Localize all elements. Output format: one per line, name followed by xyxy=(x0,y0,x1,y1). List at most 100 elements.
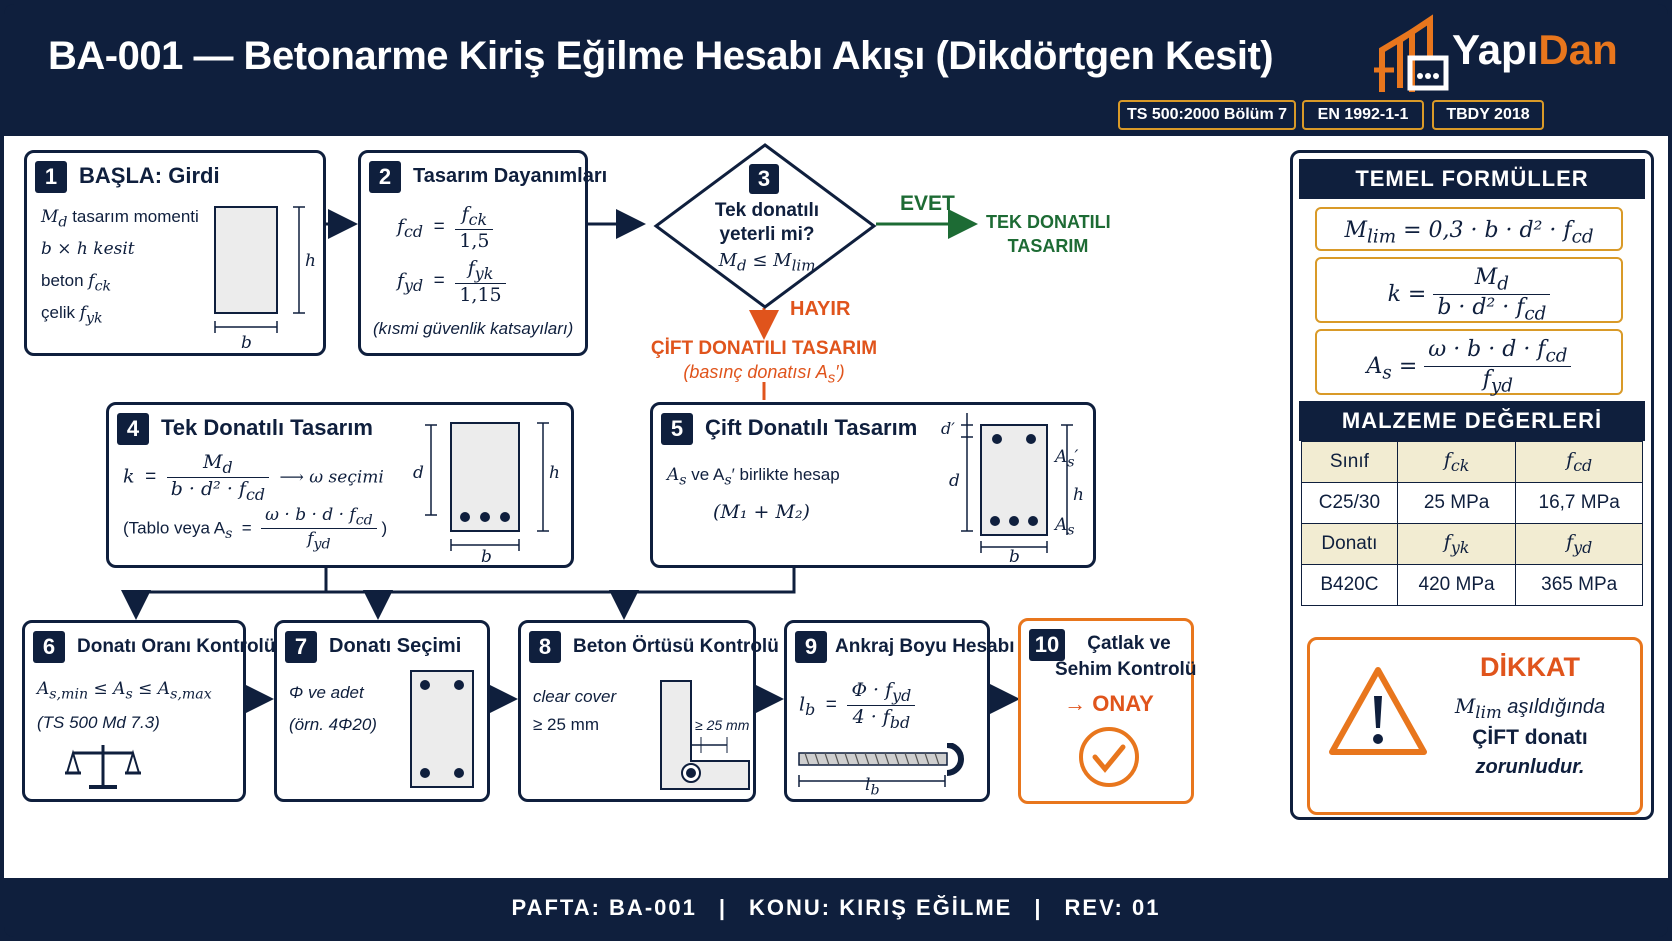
cover-sketch xyxy=(660,680,750,790)
decision-q2: yeterli mi? xyxy=(719,224,815,245)
step-3-decision-diamond xyxy=(653,143,877,309)
step-number: 2 xyxy=(369,161,401,193)
ratio-reference: (TS 500 Md 7.3) xyxy=(37,713,160,732)
header: BA-001 — Betonarme Kiriş Eğilme Hesabı A… xyxy=(4,4,1668,136)
step-1-input: 1 BAŞLA: Girdi Md tasarım momenti b × h … xyxy=(24,150,326,356)
double-section-sketch xyxy=(961,413,1073,553)
step-title: Donatı Oranı Kontrolü xyxy=(77,636,276,657)
dim-d-prime: d′ xyxy=(941,419,955,438)
warning-line-3: zorunludur. xyxy=(1475,756,1585,778)
yapidan-logo-icon xyxy=(1374,14,1449,92)
table-cell: Donatı xyxy=(1301,523,1398,565)
footer-separator: | xyxy=(718,895,728,920)
step-number: 5 xyxy=(661,413,693,445)
table-row: B420C 420 MPa 365 MPa xyxy=(1301,564,1643,606)
step-number: 10 xyxy=(1029,629,1065,661)
label-as-prime: As′ xyxy=(1055,447,1079,471)
cover-line-1: clear cover xyxy=(533,687,617,706)
bar-line-2: (örn. 4Φ20) xyxy=(289,715,377,734)
dim-b: b xyxy=(241,333,252,353)
step-7-bar-selection: 7 Donatı Seçimi Φ ve adet (örn. 4Φ20) xyxy=(274,620,490,802)
yes-target-2: TASARIM xyxy=(1007,236,1089,256)
table-cell: B420C xyxy=(1301,564,1398,606)
footer-topic: KONU: KIRIŞ EĞİLME xyxy=(749,895,1013,920)
double-line-2: (M₁ + M₂) xyxy=(713,501,810,523)
footer-sheet: PAFTA: BA-001 xyxy=(511,895,697,920)
step-title: Beton Örtüsü Kontrolü xyxy=(573,636,779,657)
warning-head: DİKKAT xyxy=(1480,652,1580,682)
table-row: Sınıf fck fcd xyxy=(1301,441,1643,483)
table-cell: fyk xyxy=(1396,523,1517,565)
rebar-hook-sketch xyxy=(798,743,964,787)
decision-no: HAYIR xyxy=(790,298,851,320)
table-cell: C25/30 xyxy=(1301,482,1398,524)
cover-dimension: ≥ 25 mm xyxy=(695,717,750,733)
warning-line-1: Mlim aşıldığında xyxy=(1454,694,1606,722)
bar-section-sketch xyxy=(410,670,474,788)
decision-q1: Tek donatılı xyxy=(714,200,820,221)
dim-h: h xyxy=(549,463,560,483)
formula-mlim: Mlim = 0,3 · b · d² · fcd xyxy=(1315,207,1623,251)
decision-condition: Md ≤ Mlim xyxy=(718,250,816,275)
step-title-1: Çatlak ve xyxy=(1087,633,1171,654)
dim-b: b xyxy=(1009,547,1020,567)
table-row: C25/30 25 MPa 16,7 MPa xyxy=(1301,482,1643,524)
cover-line-2: ≥ 25 mm xyxy=(533,715,600,734)
table-cell: fck xyxy=(1396,441,1517,483)
step-title: BAŞLA: Girdi xyxy=(79,163,220,188)
step-8-cover-check: 8 Beton Örtüsü Kontrolü clear cover ≥ 25… xyxy=(518,620,779,802)
no-target: ÇİFT DONATILI TASARIM xyxy=(650,338,878,359)
double-line-1: As ve As′ birlikte hesap xyxy=(667,465,840,489)
diagram-canvas: 1 BAŞLA: Girdi Md tasarım momenti b × h … xyxy=(4,136,1668,878)
step-number: 9 xyxy=(795,631,827,663)
input-concrete: beton fck xyxy=(41,271,112,295)
flow-connectors xyxy=(121,209,1020,714)
table-cell: 365 MPa xyxy=(1515,564,1643,606)
safety-factor-note: (kısmi güvenlik katsayıları) xyxy=(373,319,574,338)
brand-name: YapıDan xyxy=(1452,26,1618,73)
label-as: As xyxy=(1055,515,1075,539)
formulas-head: TEMEL FORMÜLLER xyxy=(1299,159,1645,199)
badge-tbdy: TBDY 2018 xyxy=(1432,100,1544,130)
step-title-2: Sehim Kontrolü xyxy=(1055,659,1197,680)
footer-separator: | xyxy=(1034,895,1043,920)
step-number: 4 xyxy=(117,413,149,445)
decision-yes: EVET xyxy=(900,192,955,215)
approval-label: → ONAY xyxy=(1064,691,1154,716)
step-title: Ankraj Boyu Hesabı xyxy=(835,636,1015,657)
single-section-sketch xyxy=(425,422,549,551)
input-section: b × h kesit xyxy=(41,239,135,259)
merge-line xyxy=(324,566,796,594)
step-title: Donatı Seçimi xyxy=(329,635,462,657)
step-number: 8 xyxy=(529,631,561,663)
dim-b: b xyxy=(481,547,492,567)
materials-head: MALZEME DEĞERLERİ xyxy=(1299,401,1645,441)
badge-ts500: TS 500:2000 Bölüm 7 xyxy=(1118,100,1296,130)
badge-en1992: EN 1992-1-1 xyxy=(1302,100,1424,130)
label-h: h xyxy=(1073,485,1084,505)
dim-d: d xyxy=(949,471,960,491)
anchorage-dimension: lb xyxy=(865,775,880,799)
input-moment: Md tasarım momenti xyxy=(41,207,199,231)
step-6-ratio-check: 6 Donatı Oranı Kontrolü As,min ≤ As ≤ As… xyxy=(22,620,275,802)
side-panel: TEMEL FORMÜLLER Mlim = 0,3 · b · d² · fc… xyxy=(1290,150,1654,820)
step-number: 3 xyxy=(749,164,779,194)
table-row: Donatı fyk fyd xyxy=(1301,523,1643,565)
footer-rev: REV: 01 xyxy=(1064,895,1161,920)
step-number: 6 xyxy=(33,631,65,663)
warning-box: DİKKAT Mlim aşıldığında ÇİFT donatı zoru… xyxy=(1307,637,1643,815)
step-title: Tek Donatılı Tasarım xyxy=(161,415,373,440)
warning-line-2: ÇİFT donatı xyxy=(1472,726,1588,749)
step-number: 7 xyxy=(285,631,317,663)
no-target-note: (basınç donatısı As′) xyxy=(683,362,845,387)
check-circle-icon xyxy=(1079,727,1139,787)
table-cell: 420 MPa xyxy=(1396,564,1517,606)
step-5-double-reinforced: 5 Çift Donatılı Tasarım As ve As′ birlik… xyxy=(650,402,1096,568)
